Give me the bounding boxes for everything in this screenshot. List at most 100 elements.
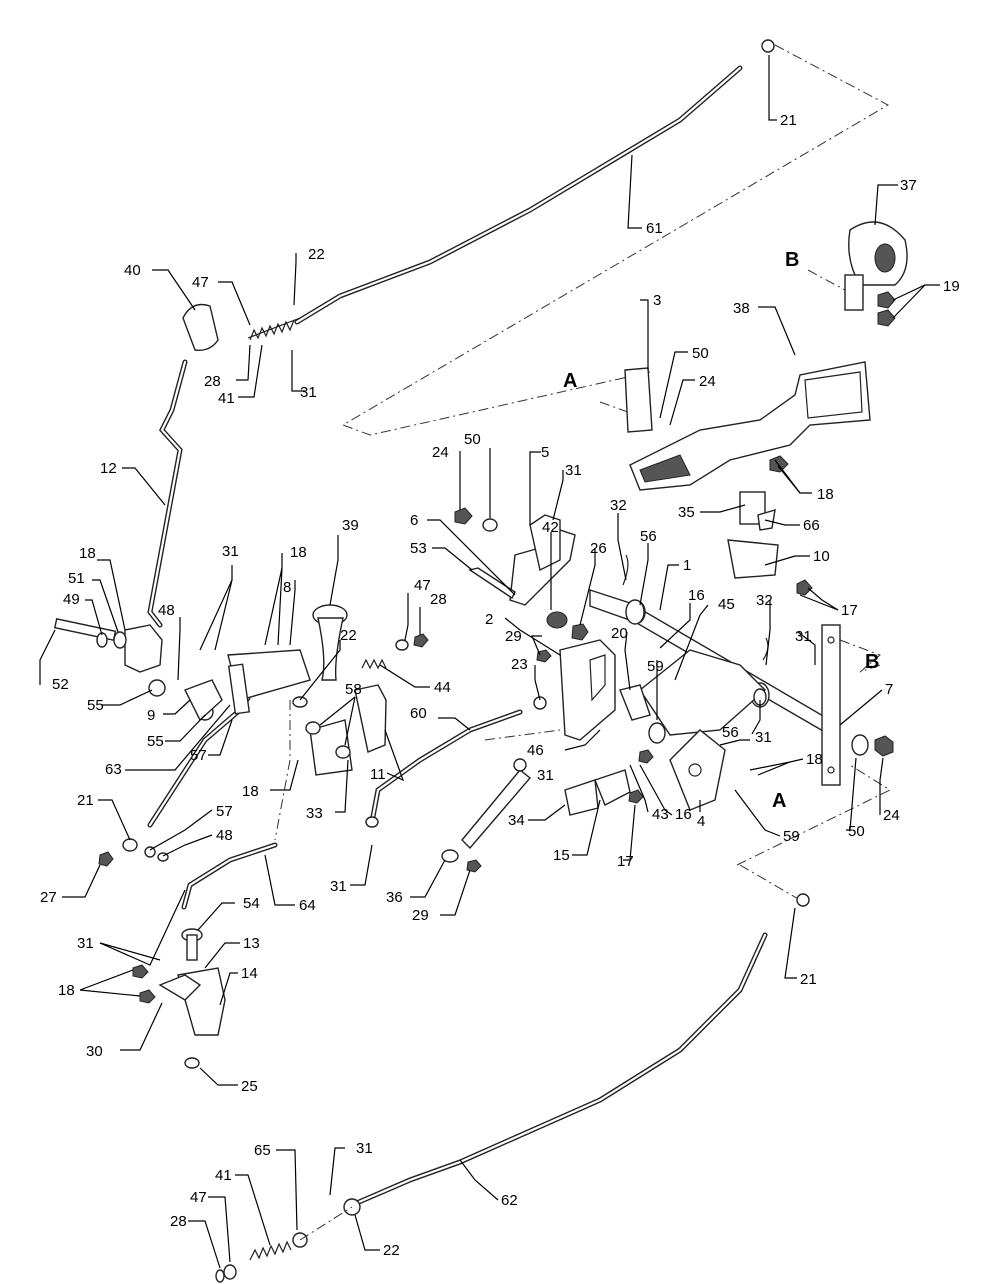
callout: 54 [243,895,260,912]
callout: 41 [218,390,235,407]
callout: 8 [283,579,291,596]
callout: 21 [780,112,797,129]
callout: 56 [640,528,657,545]
callout: 51 [68,570,85,587]
callout: 64 [299,897,316,914]
callout: 63 [105,761,122,778]
callout: 21 [800,971,817,988]
callout: 5 [541,444,549,461]
callout: 2 [485,611,493,628]
callout: 17 [617,853,634,870]
callout: 43 [652,806,669,823]
callout: 16 [688,587,705,604]
callout: 35 [678,504,695,521]
section-marker-b-lower: B [865,651,879,673]
callout: 59 [647,658,664,675]
callout: 29 [412,907,429,924]
callout: 65 [254,1142,271,1159]
callout: 34 [508,812,525,829]
alignment-lines [274,44,892,901]
callout-labels: 21 61 37 19 22 40 47 28 41 31 3 50 24 38… [40,112,960,1259]
pedal-assembly [624,221,908,596]
callout: 24 [883,807,900,824]
callout: 17 [841,602,858,619]
callout: 62 [501,1192,518,1209]
callout: 59 [783,828,800,845]
callout: 53 [410,540,427,557]
callout: 3 [653,292,661,309]
callout: 20 [611,625,628,642]
callout: 44 [434,679,451,696]
lower-center-parts [365,649,654,873]
callout: 25 [241,1078,258,1095]
callout: 18 [817,486,834,503]
left-linkage [53,39,810,1069]
section-marker-a-lower: A [772,790,786,812]
callout: 4 [697,813,705,830]
callout: 42 [542,519,559,536]
callout: 6 [410,512,418,529]
callout: 18 [242,783,259,800]
section-marker-b-upper: B [785,249,799,271]
callout: 37 [900,177,917,194]
callout: 22 [340,627,357,644]
callout: 18 [290,544,307,561]
callout: 28 [430,591,447,608]
callout: 50 [464,431,481,448]
callout: 22 [383,1242,400,1259]
callout: 15 [553,847,570,864]
callout: 18 [806,751,823,768]
callout: 30 [86,1043,103,1060]
callout: 66 [803,517,820,534]
callout: 16 [675,806,692,823]
callout: 31 [300,384,317,401]
callout: 31 [795,628,812,645]
callout: 60 [410,705,427,722]
callout: 39 [342,517,359,534]
callout: 12 [100,460,117,477]
callout: 31 [755,729,772,746]
callout: 31 [222,543,239,560]
callout: 40 [124,262,141,279]
callout: 31 [565,462,582,479]
callout: 61 [646,220,663,237]
callout: 32 [756,592,773,609]
callout: 32 [610,497,627,514]
callout: 14 [241,965,258,982]
leader-lines [39,55,940,1269]
callout: 13 [243,935,260,952]
callout: 50 [692,345,709,362]
callout: 58 [345,681,362,698]
callout: 18 [79,545,96,562]
callout: 23 [511,656,528,673]
callout: 31 [356,1140,373,1157]
callout: 45 [718,596,735,613]
control-rods [147,65,768,1208]
callout: 55 [147,733,164,750]
callout: 48 [158,602,175,619]
callout: 28 [170,1213,187,1230]
callout: 49 [63,591,80,608]
callout: 1 [683,557,691,574]
callout: 28 [204,373,221,390]
callout: 57 [190,747,207,764]
callout: 47 [192,274,209,291]
callout: 55 [87,697,104,714]
callout: 11 [370,766,386,783]
callout: 22 [308,246,325,263]
callout: 24 [699,373,716,390]
lower-spring-assembly [215,1198,361,1283]
callout: 31 [330,878,347,895]
callout: 9 [147,707,155,724]
callout: 33 [306,805,323,822]
callout: 29 [505,628,522,645]
callout: 47 [190,1189,207,1206]
section-marker-a-upper: A [563,370,577,392]
callout: 38 [733,300,750,317]
callout: 18 [58,982,75,999]
callout: 7 [885,681,893,698]
callout: 46 [527,742,544,759]
callout: 48 [216,827,233,844]
callout: 24 [432,444,449,461]
